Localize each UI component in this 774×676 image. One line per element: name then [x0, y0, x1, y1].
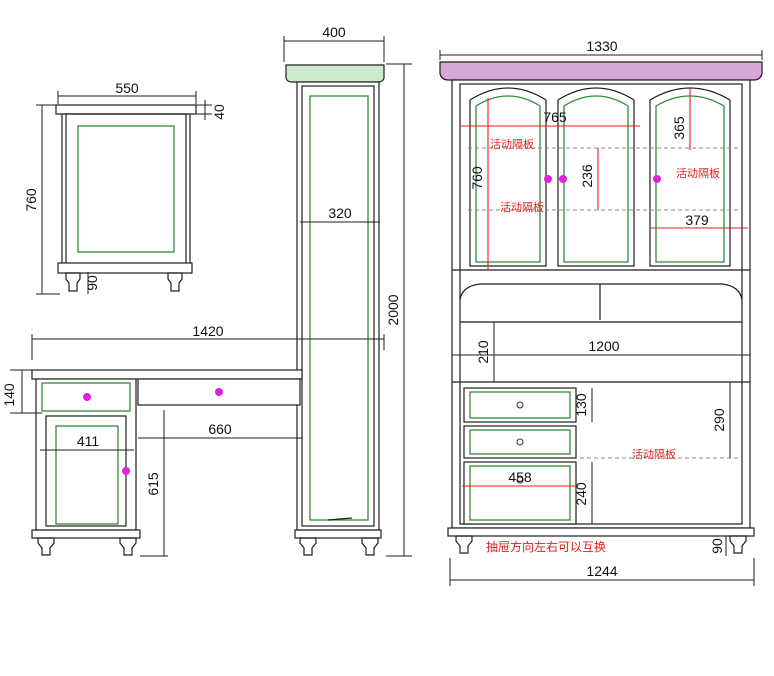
desk-pedestal: [35, 378, 137, 531]
tall-cabinet-door-panel: [309, 95, 369, 521]
desk-drawer-height-label: 140: [1, 383, 17, 407]
bookcase-knob-2: [559, 175, 567, 183]
bookcase-drawer-3: [463, 461, 577, 525]
desk-plinth: [31, 529, 141, 539]
desk-width-label: 1420: [192, 323, 223, 339]
mirror-base: [57, 262, 193, 274]
desk-drawer: [41, 382, 131, 412]
bookcase-base-width-label: 1244: [586, 563, 617, 579]
bookcase-upper-width-label: 765: [543, 109, 567, 125]
bookcase-mid-width-label: 1200: [588, 338, 619, 354]
bookcase-drawer-2-pull: [516, 438, 524, 446]
bookcase-note: 抽屉方向左右可以互换: [486, 539, 606, 554]
bookcase-drawer-bottom-height-label: 240: [573, 482, 589, 506]
bookcase: 1330 765 760 365 236 活动隔板 活动隔板 活动隔板 379 …: [439, 38, 763, 586]
bookcase-right-shelf-label: 活动隔板: [632, 447, 676, 461]
bookcase-cornice: [439, 61, 763, 81]
bookcase-mid-height-label: 210: [475, 340, 491, 364]
bookcase-glass-door-1: [475, 95, 541, 263]
mirror-foot-label: 90: [84, 275, 100, 291]
tall-cabinet-foot-right: [361, 537, 379, 556]
desk-gap-width-label: 660: [208, 421, 232, 437]
mirror-top-cap: [55, 104, 197, 115]
bookcase-shelf-label-3: 活动隔板: [676, 166, 720, 180]
mirror-frame: [61, 113, 191, 265]
bookcase-drawer-width-label: 458: [508, 469, 532, 485]
bookcase-drawer-top-height-label: 130: [573, 393, 589, 417]
bookcase-drawer-1-pull: [516, 401, 524, 409]
bookcase-glass-door-3: [655, 95, 725, 263]
mirror: 550 40 760 90: [23, 80, 227, 295]
desk-door-height-label: 615: [145, 472, 161, 496]
bookcase-foot-label: 90: [709, 538, 725, 554]
bookcase-shelf-label-1: 活动隔板: [490, 137, 534, 151]
mirror-panel: [77, 125, 175, 253]
bookcase-glass-height-label: 760: [469, 166, 485, 190]
desk-top: [31, 369, 303, 380]
tall-cabinet-cornice: [285, 64, 385, 83]
tall-cabinet: 400 320 2000: [283, 24, 412, 557]
mirror-height-label: 760: [23, 188, 39, 212]
tall-cabinet-body: [296, 81, 380, 531]
bookcase-right-height-label: 290: [711, 408, 727, 432]
bookcase-drawer-3-pull: [516, 476, 524, 484]
desk: 1420 140 411 660 615: [1, 323, 385, 557]
desk-apron-knob: [215, 388, 223, 396]
desk-foot-right: [119, 537, 137, 556]
tall-cabinet-plinth: [294, 529, 382, 539]
bookcase-shelf-spacing-label: 236: [579, 164, 595, 188]
bookcase-side-width-label: 379: [685, 212, 709, 228]
bookcase-knob-1: [544, 175, 552, 183]
bookcase-knob-3: [653, 175, 661, 183]
mirror-top-height-label: 40: [211, 104, 227, 120]
bookcase-shelf-label-2: 活动隔板: [500, 200, 544, 214]
desk-door-width-label: 411: [77, 433, 100, 449]
desk-door: [55, 425, 119, 525]
bookcase-width-label: 1330: [586, 38, 617, 54]
mirror-width-label: 550: [115, 80, 139, 96]
tall-cabinet-height-label: 2000: [385, 294, 401, 325]
tall-cabinet-foot-left: [299, 537, 317, 556]
bookcase-foot-right: [729, 535, 747, 554]
bookcase-arch-height-label: 365: [671, 116, 687, 140]
mirror-foot-left: [65, 272, 81, 292]
desk-foot-left: [37, 537, 55, 556]
bookcase-glass-door-2: [563, 95, 629, 263]
tall-cabinet-inner-width-label: 320: [328, 205, 352, 221]
desk-door-knob: [122, 467, 130, 475]
bookcase-plinth: [447, 527, 755, 537]
bookcase-foot-left: [455, 535, 473, 554]
desk-drawer-knob: [83, 393, 91, 401]
mirror-foot-right: [167, 272, 183, 292]
tall-cabinet-width-label: 400: [322, 24, 346, 40]
